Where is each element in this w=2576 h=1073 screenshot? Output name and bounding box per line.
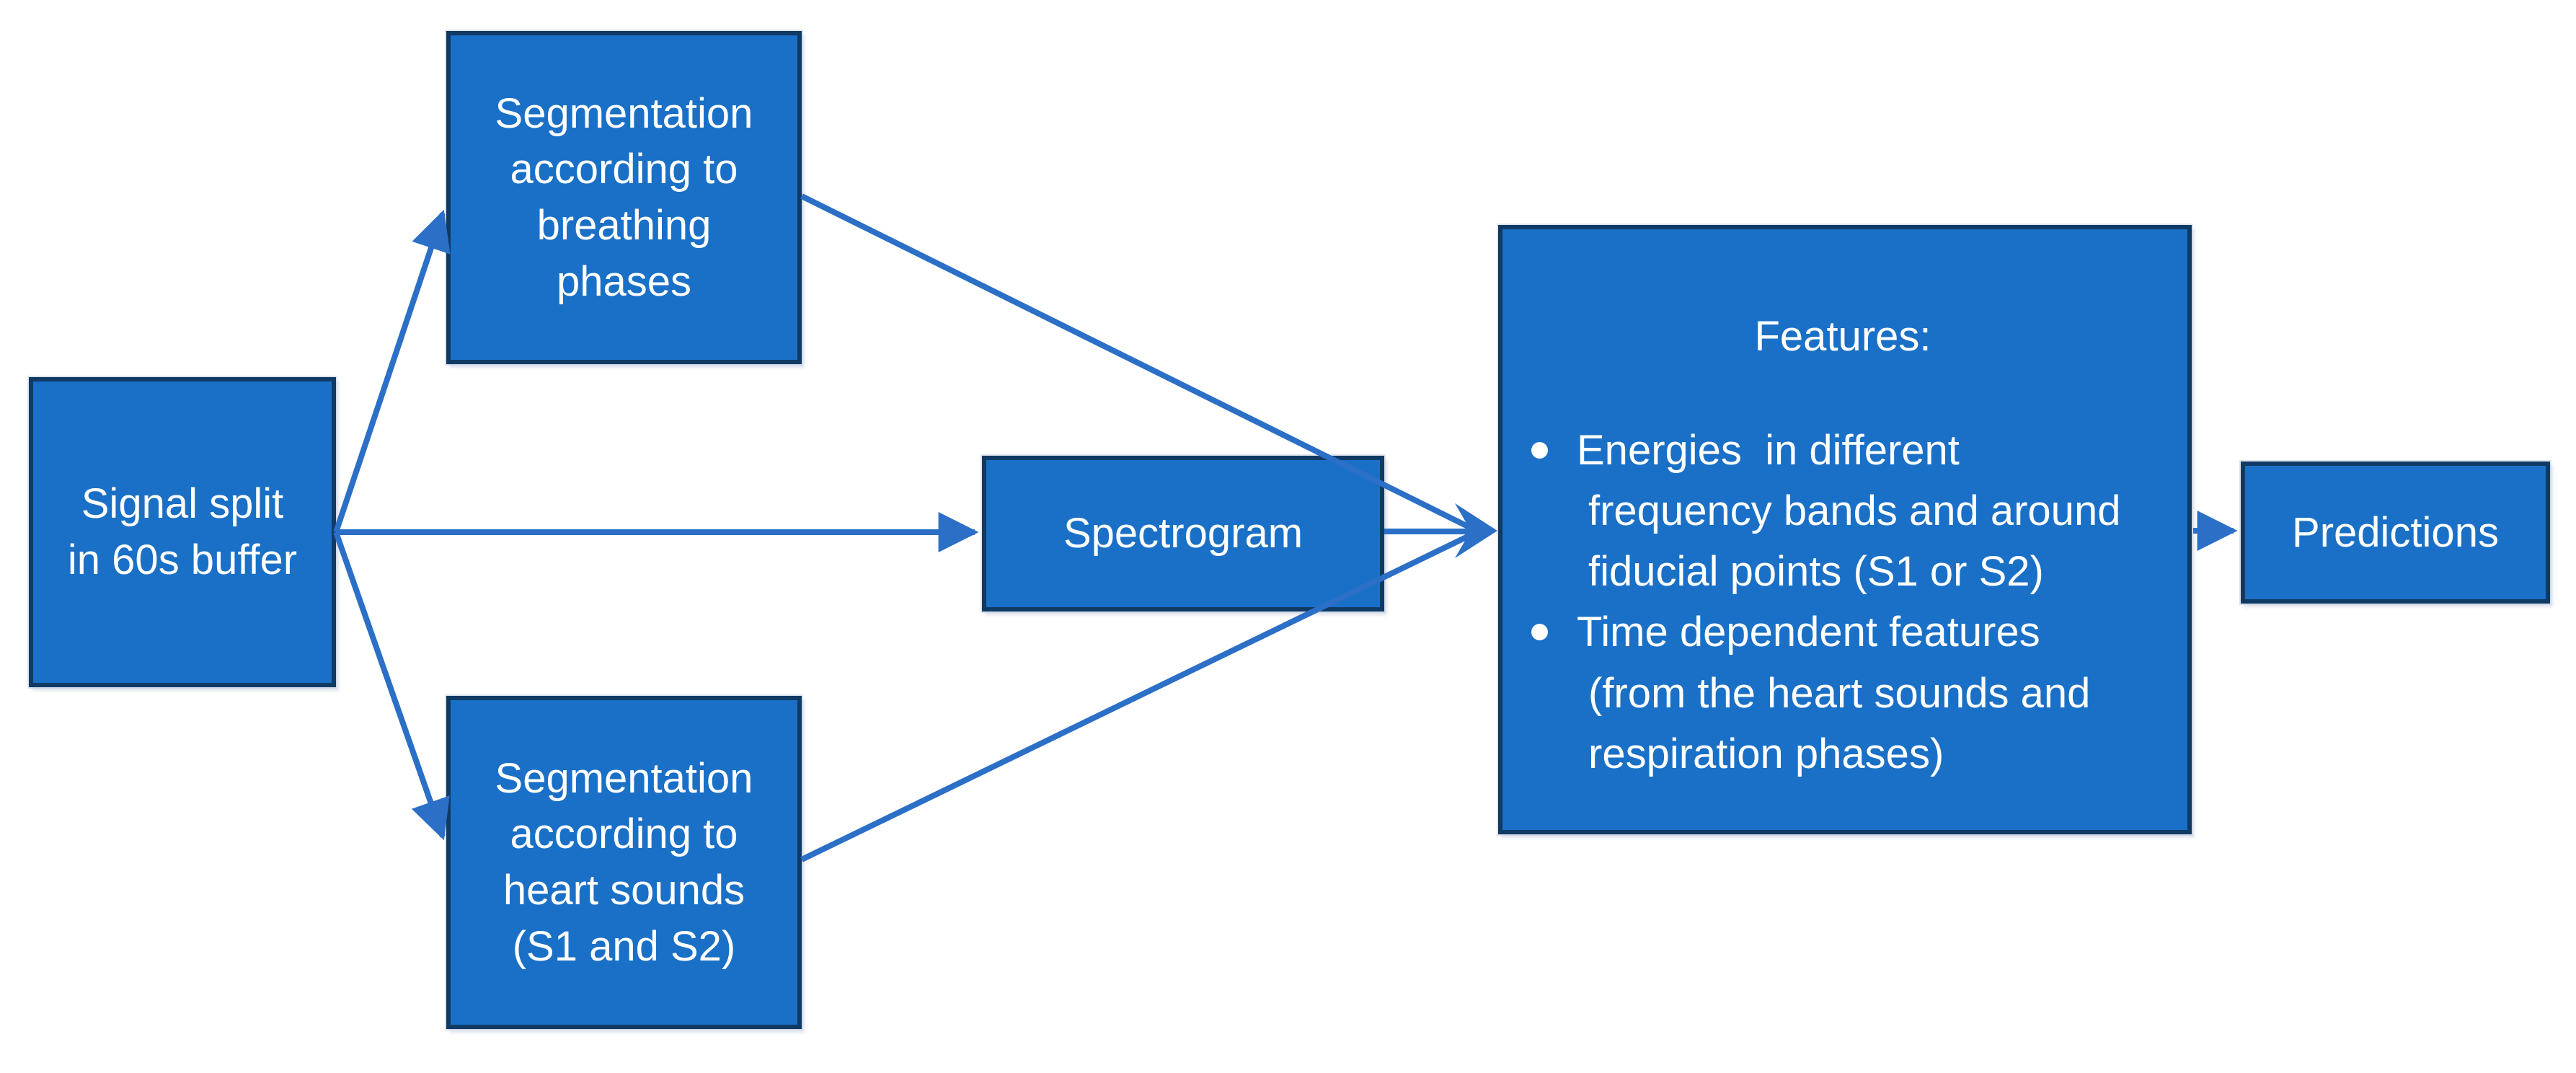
arrow-signal-to-breathing xyxy=(333,209,451,534)
node-segmentation-heart: Segmentation according to heart sounds (… xyxy=(446,696,802,1029)
features-bullet-list: Energies in different frequency bands an… xyxy=(1523,420,2163,785)
feature-bullet-text: Energies in different frequency bands an… xyxy=(1577,427,2121,596)
features-title: Features: xyxy=(1754,313,1931,360)
arrow-signal-to-heart xyxy=(333,531,450,841)
node-segmentation-heart-label: Segmentation according to heart sounds (… xyxy=(495,754,753,970)
features-convergence-arrowhead xyxy=(1455,503,1497,558)
node-spectrogram: Spectrogram xyxy=(982,456,1384,611)
node-predictions-label: Predictions xyxy=(2292,508,2499,556)
bullet-icon xyxy=(1531,624,1548,641)
node-segmentation-breathing-label: Segmentation according to breathing phas… xyxy=(495,89,753,305)
node-signal-split: Signal split in 60s buffer xyxy=(29,377,336,687)
node-signal-split-label: Signal split in 60s buffer xyxy=(67,480,298,583)
node-spectrogram-label: Spectrogram xyxy=(1063,510,1304,557)
node-features: Features: Energies in different frequenc… xyxy=(1498,225,2192,834)
feature-bullet-item: Time dependent features (from the heart … xyxy=(1523,602,2163,784)
feature-bullet-item: Energies in different frequency bands an… xyxy=(1523,420,2163,602)
node-segmentation-breathing: Segmentation according to breathing phas… xyxy=(446,31,802,364)
feature-bullet-text: Time dependent features (from the heart … xyxy=(1577,609,2091,777)
bullet-icon xyxy=(1531,442,1548,459)
node-predictions: Predictions xyxy=(2241,462,2550,604)
